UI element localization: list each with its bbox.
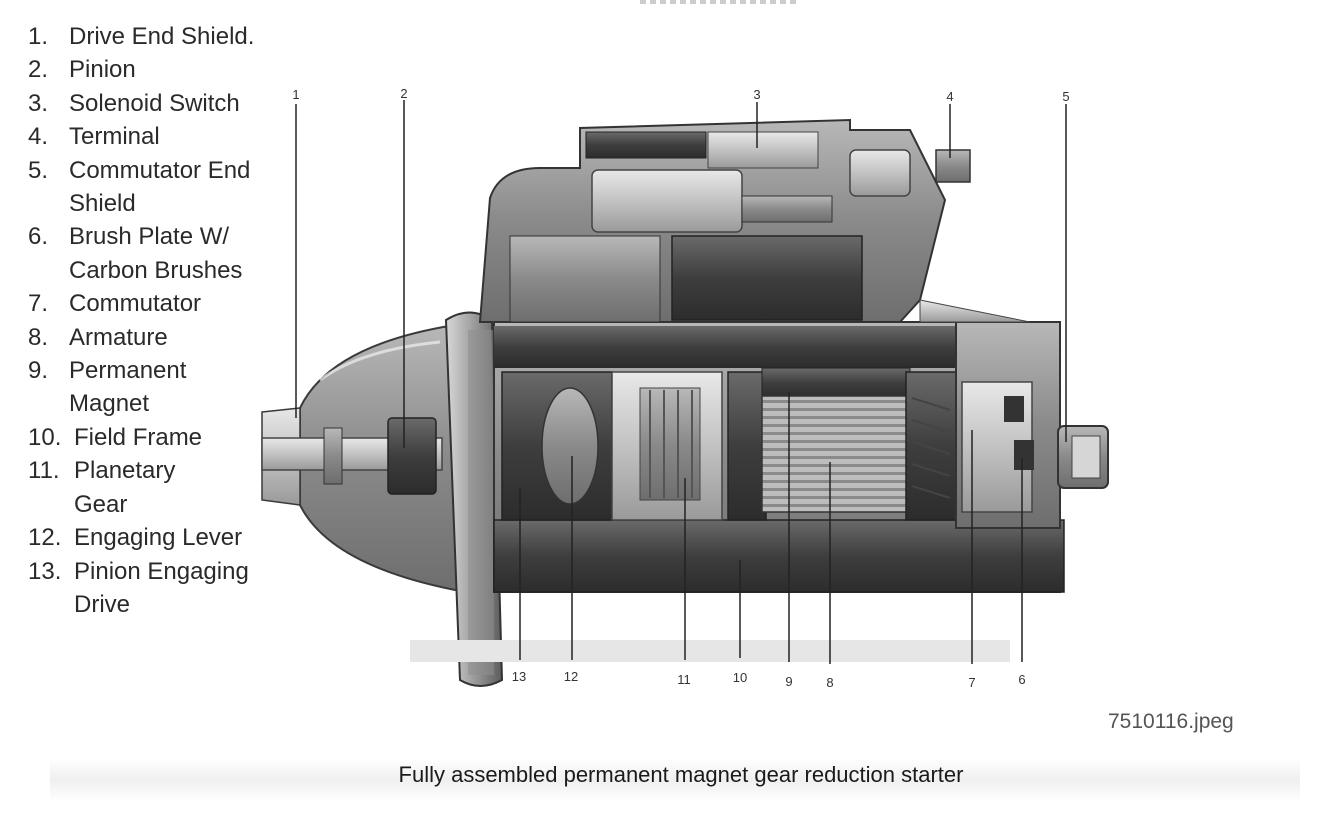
legend-item-5: 5. Commutator End Shield [28, 154, 254, 221]
callout-number-8: 8 [826, 675, 833, 690]
legend-item-11: 11. Planetary Gear [28, 454, 254, 521]
legend-item-8: 8. Armature [28, 321, 254, 354]
pinion-assembly [261, 417, 443, 495]
legend-number: 1. [28, 23, 49, 50]
legend-item-7: 7. Commutator [28, 287, 254, 320]
legend-number: 13. [28, 557, 62, 585]
legend-number: 2. [28, 56, 49, 84]
callout-numbers: 1 2 3 4 5 13 12 11 10 9 8 7 6 [292, 86, 1069, 690]
legend-label: Terminal [69, 123, 160, 151]
legend-label: Pinion [69, 56, 136, 84]
legend-label: Solenoid Switch [69, 89, 240, 117]
cropped-header-text [640, 0, 800, 4]
legend-item-4: 4. Terminal [28, 120, 254, 153]
legend-label: Pinion Engaging Drive [74, 557, 249, 618]
callout-number-6: 6 [1018, 672, 1025, 687]
legend-item-2: 2. Pinion [28, 53, 254, 86]
legend-label: Armature [69, 323, 168, 351]
legend-item-6: 6. Brush Plate W/ Carbon Brushes [28, 220, 254, 287]
scan-smudge [50, 758, 1300, 802]
callout-number-1: 1 [292, 87, 299, 102]
legend-label: Brush Plate W/ Carbon Brushes [69, 223, 243, 284]
legend-label: Permanent Magnet [69, 357, 187, 418]
legend-number: 7. [28, 290, 49, 318]
legend-number: 12. [28, 524, 62, 552]
legend-item-13: 13. Pinion Engaging Drive [28, 555, 254, 622]
legend-number: 4. [28, 123, 49, 151]
callout-number-11: 11 [677, 672, 691, 687]
legend-number: 8. [28, 323, 49, 351]
mounting-flange [444, 311, 504, 687]
legend-label: Field Frame [74, 423, 203, 451]
legend-label: Commutator [69, 290, 202, 318]
callout-number-13: 13 [512, 669, 526, 684]
legend-label: Drive End Shield. [69, 23, 255, 50]
field-frame [410, 321, 1065, 662]
legend-number: 9. [28, 357, 49, 385]
legend-label: Engaging Lever [74, 524, 243, 552]
legend-item-1: 1. Drive End Shield. [28, 20, 254, 53]
legend-item-3: 3. Solenoid Switch [28, 87, 254, 120]
solenoid-switch [478, 118, 1031, 323]
legend-label: Planetary Gear [74, 457, 176, 518]
callout-number-2: 2 [400, 86, 407, 101]
callout-number-7: 7 [968, 675, 975, 690]
legend-number: 10. [28, 423, 62, 451]
callout-number-12: 12 [564, 669, 578, 684]
legend-number: 5. [28, 156, 49, 184]
callout-number-3: 3 [753, 87, 760, 102]
callout-number-9: 9 [785, 674, 792, 689]
legend-number: 11. [28, 457, 60, 485]
legend-number: 3. [28, 89, 49, 117]
callout-number-5: 5 [1062, 89, 1069, 104]
legend-item-12: 12. Engaging Lever [28, 521, 254, 554]
legend-number: 6. [28, 223, 49, 251]
legend-item-9: 9. Permanent Magnet [28, 354, 254, 421]
callout-number-4: 4 [946, 89, 953, 104]
planetary-gear-section [501, 371, 723, 521]
legend-label: Commutator End Shield [69, 156, 251, 218]
parts-legend: 1. Drive End Shield. 2. Pinion 3. Solenoid … [28, 20, 254, 621]
armature-section [727, 367, 959, 521]
callout-number-10: 10 [733, 670, 747, 685]
image-file-id: 7510116.jpeg [1108, 710, 1234, 733]
leader-lines [295, 100, 1067, 664]
legend-item-10: 10. Field Frame [28, 421, 254, 454]
figure-caption: Fully assembled permanent magnet gear re… [398, 762, 964, 787]
commutator-end-shield [955, 321, 1109, 529]
